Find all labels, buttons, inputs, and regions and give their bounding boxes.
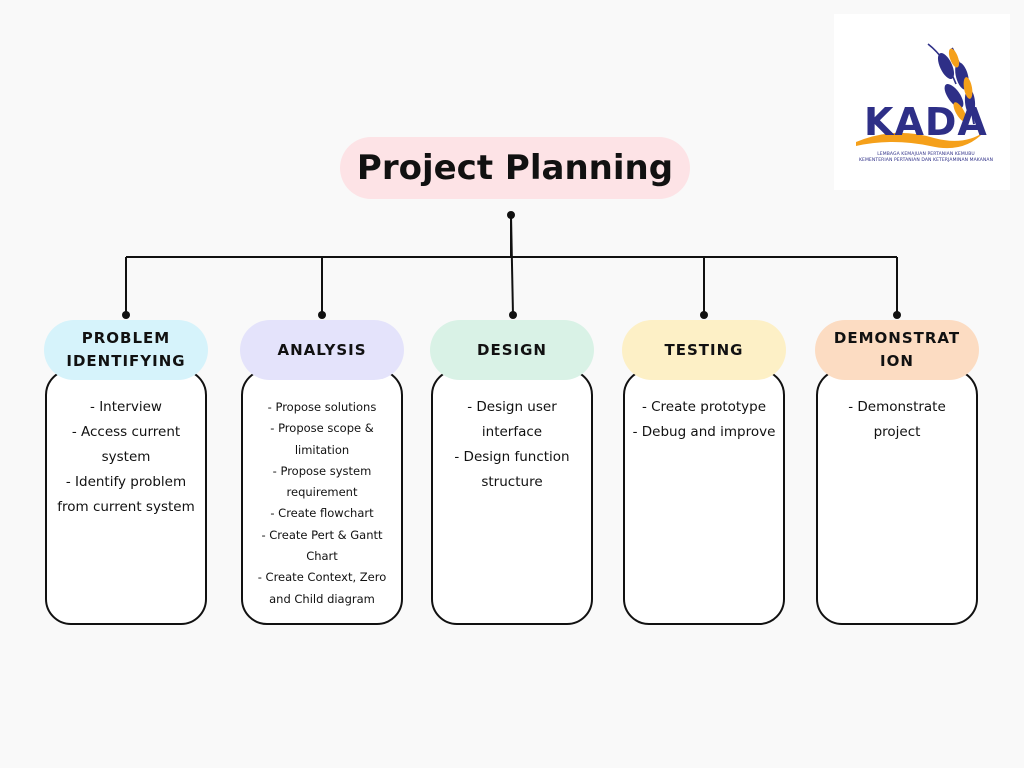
phase-header-analysis: ANALYSIS xyxy=(240,320,404,380)
rice-stalk-icon xyxy=(856,43,984,149)
phase-item: - Create prototype xyxy=(641,399,767,415)
phase-header-problem: PROBLEM IDENTIFYING xyxy=(44,320,208,380)
phase-item: - Create Context, Zero and Child diagram xyxy=(257,570,387,606)
logo-wordmark: KADA xyxy=(864,100,988,144)
phase-item: - Propose system requirement xyxy=(272,463,372,500)
phase-item: - Propose scope & limitation xyxy=(270,421,374,457)
phase-items-analysis: - Propose solutions - Propose scope & li… xyxy=(243,371,401,610)
phase-anchor-dot xyxy=(893,311,901,319)
title-anchor-dot xyxy=(507,211,515,219)
phase-item: - Debug and improve xyxy=(632,424,776,440)
phase-items-problem: - Interview - Access current system - Id… xyxy=(47,371,205,520)
phase-item: - Interview xyxy=(90,399,162,415)
phase-item: - Identify problem from current system xyxy=(57,474,195,515)
kada-logo: KADA LEMBAGA KEMAJUAN PERTANIAN KEMUBU K… xyxy=(834,14,1010,190)
phase-items-demonstration: - Demonstrate project xyxy=(818,371,976,445)
phase-card-design: - Design user interface - Design functio… xyxy=(431,369,593,625)
phase-anchor-dot xyxy=(700,311,708,319)
logo-subtitle-1: LEMBAGA KEMAJUAN PERTANIAN KEMUBU xyxy=(877,152,975,157)
phase-card-analysis: - Propose solutions - Propose scope & li… xyxy=(241,369,403,625)
phase-item: - Propose solutions xyxy=(267,400,377,414)
phase-header-testing: TESTING xyxy=(622,320,786,380)
phase-anchor-dot xyxy=(509,311,517,319)
phase-item: - Design user interface xyxy=(467,399,557,440)
phase-item: - Demonstrate project xyxy=(848,399,946,440)
logo-subtitle-2: KEMENTERIAN PERTANIAN DAN KETERJAMINAN M… xyxy=(858,158,994,163)
phase-anchor-dot xyxy=(318,311,326,319)
phase-items-design: - Design user interface - Design functio… xyxy=(433,371,591,495)
diagram-title: Project Planning xyxy=(340,137,690,199)
phase-card-testing: - Create prototype - Debug and improve xyxy=(623,369,785,625)
phase-items-testing: - Create prototype - Debug and improve xyxy=(625,371,783,445)
phase-item: - Create flowchart xyxy=(270,506,374,521)
phase-item: - Access current system xyxy=(71,424,181,465)
phase-header-design: DESIGN xyxy=(430,320,594,380)
phase-anchor-dot xyxy=(122,311,130,319)
phase-header-demonstration: DEMONSTRAT ION xyxy=(815,320,979,380)
phase-item: - Create Pert & Gantt Chart xyxy=(261,527,383,564)
phase-item: - Design function structure xyxy=(454,449,570,490)
phase-card-problem: - Interview - Access current system - Id… xyxy=(45,369,207,625)
phase-card-demonstration: - Demonstrate project xyxy=(816,369,978,625)
